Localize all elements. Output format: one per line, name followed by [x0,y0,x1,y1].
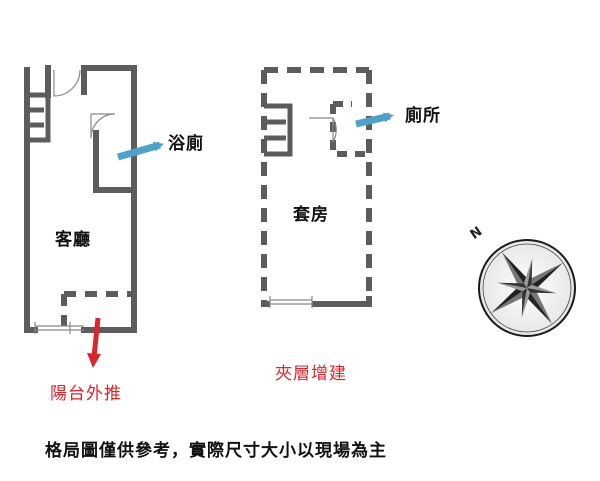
toilet-pointer-arrow [355,112,394,128]
balcony-dashed-outline [61,291,134,326]
left-entry-door-icon [53,69,81,97]
left-stairs-icon [27,92,51,143]
mezzanine-note-label: 夾層增建 [275,364,347,384]
left-window-icon [34,322,84,334]
bathroom-label: 浴廁 [168,134,204,154]
balcony-red-arrow-icon [87,317,101,368]
right-floor-plan [261,67,372,307]
bathroom-pointer-arrow [117,141,164,161]
left-floor-plan [24,65,137,333]
left-bath-door-icon [90,113,116,139]
right-plan-bottom-wall-left [261,300,270,307]
suite-label: 套房 [293,205,329,225]
right-plan-bottom-wall-right [312,296,372,307]
toilet-label: 廁所 [405,106,441,126]
balcony-note-label: 陽台外推 [50,384,122,404]
disclaimer-note: 格局圖僅供參考，實際尺寸大小以現場為主 [45,441,387,461]
living-room-label: 客廳 [55,230,91,250]
compass-rose-icon [478,239,576,337]
right-plan-dashed-outer-wall [261,67,372,300]
right-toilet-door-icon [309,117,337,143]
toilet-enclosure [330,101,369,157]
right-window-icon [269,296,313,308]
right-stairs-icon [264,103,293,157]
